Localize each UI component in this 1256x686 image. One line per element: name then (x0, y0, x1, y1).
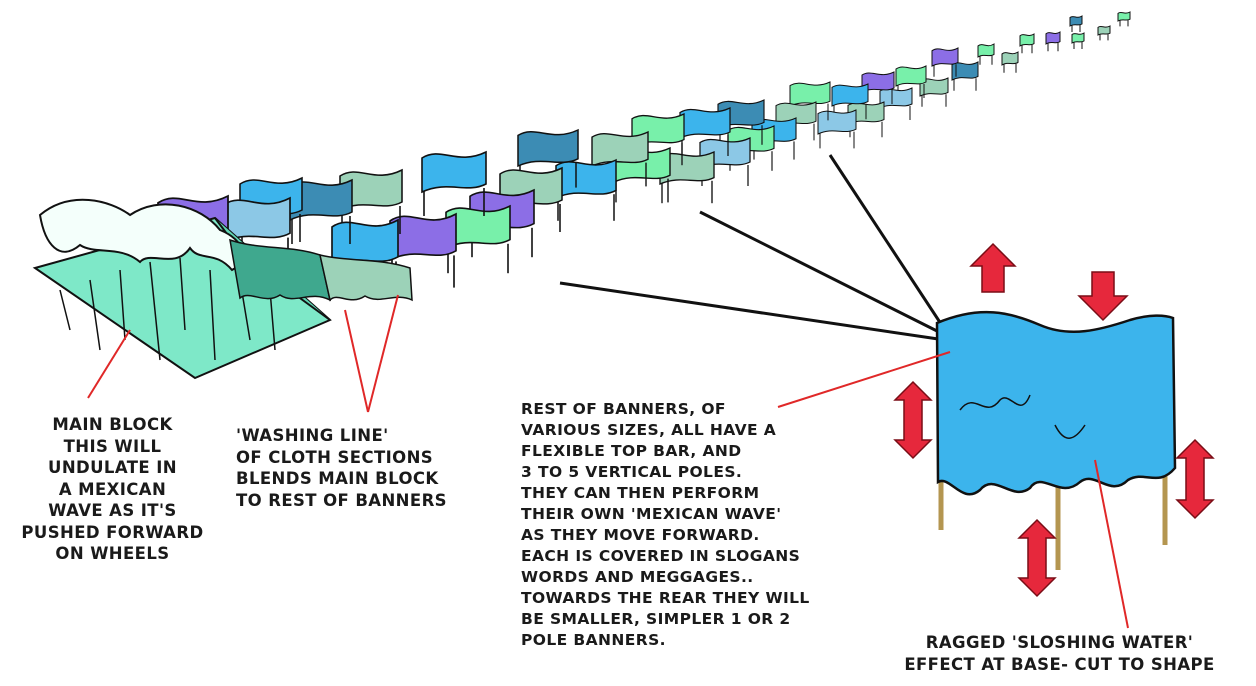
up-down-arrow-icon (1175, 438, 1215, 520)
banner-cloth (789, 81, 831, 107)
procession-banner (789, 81, 831, 121)
caption-line: POLE BANNERS. (521, 631, 666, 649)
procession-banner (931, 47, 959, 77)
procession-banner (421, 150, 487, 216)
banner-cloth (879, 87, 913, 109)
procession-banner (951, 61, 979, 91)
up-down-arrow-icon (893, 380, 933, 460)
procession-banner (555, 158, 617, 221)
pointer-lines-red (87, 294, 1129, 629)
caption-line: THIS WILL (63, 436, 162, 456)
caption-line: REST OF BANNERS, OF (521, 400, 726, 418)
washing-line-cloth (229, 238, 413, 302)
banner-cloth (977, 43, 995, 58)
caption-line: BLENDS MAIN BLOCK (236, 469, 439, 488)
caption-line: AS THEY MOVE FORWARD. (521, 526, 760, 544)
rest-of-banners-caption: REST OF BANNERS, OF VARIOUS SIZES, ALL H… (521, 399, 810, 651)
banner-cloth (1117, 11, 1131, 22)
banner-cloth (421, 150, 487, 194)
procession-banner (1001, 51, 1019, 73)
caption-line: TO REST OF BANNERS (236, 490, 447, 510)
banner-cloth (289, 178, 353, 222)
caption-line: EACH IS COVERED IN SLOGANS (521, 547, 801, 565)
procession-banner (339, 168, 403, 234)
caption-line: ON WHEELS (55, 544, 170, 563)
caption-line: RAGGED 'SLOSHING WATER' (925, 633, 1194, 652)
banner-cloth (1045, 31, 1061, 45)
procession-banner (517, 128, 579, 188)
banner-cloth (817, 109, 857, 135)
banner-cloth (1097, 25, 1111, 36)
caption-line: WORDS AND MEGGAGES.. (521, 568, 754, 586)
caption-line: EFFECT AT BASE- CUT TO SHAPE (904, 655, 1215, 674)
banner-cloth (1069, 15, 1083, 27)
procession-banner (817, 109, 857, 149)
ragged-base-caption: RAGGED 'SLOSHING WATER' EFFECT AT BASE- … (863, 632, 1256, 676)
caption-line: VARIOUS SIZES, ALL HAVE A (521, 421, 777, 439)
procession-banner (977, 43, 995, 65)
procession-banner (659, 150, 715, 204)
main-block-caption: MAIN BLOCK THIS WILL UNDULATE IN A MEXIC… (0, 414, 225, 565)
procession-banner (1069, 15, 1083, 32)
banner-cloth (931, 47, 959, 67)
banner-cloth (919, 77, 949, 97)
banner-cloth (895, 65, 927, 87)
procession-banner (919, 77, 949, 107)
procession-banner (289, 178, 353, 244)
caption-line: 3 TO 5 VERTICAL POLES. (521, 463, 743, 481)
banner-cloth (861, 71, 895, 93)
caption-line: MAIN BLOCK (52, 415, 173, 434)
procession-banner (1019, 33, 1035, 54)
caption-line: UNDULATE IN (48, 458, 177, 477)
procession-banner (389, 212, 457, 288)
procession-banner (831, 83, 869, 120)
caption-line: WAVE AS IT'S (48, 501, 177, 520)
banner-cloth (389, 212, 457, 262)
caption-line: PUSHED FORWARD (21, 522, 204, 542)
banner-procession (157, 11, 1131, 294)
caption-line: 'WASHING LINE' (236, 426, 389, 445)
banner-cloth (591, 130, 649, 168)
banner-cloth (951, 61, 979, 81)
procession-banner (879, 87, 913, 120)
caption-line: THEY CAN THEN PERFORM (521, 484, 760, 502)
procession-banner (1117, 11, 1131, 27)
banner-cloth (1071, 32, 1085, 44)
banner-cloth (339, 168, 403, 212)
procession-banner (1045, 31, 1061, 52)
procession-banner (1071, 32, 1085, 49)
caption-line: THEIR OWN 'MEXICAN WAVE' (521, 505, 782, 523)
caption-line: FLEXIBLE TOP BAR, AND (521, 442, 742, 460)
banner-cloth (223, 196, 291, 244)
detail-banner (935, 310, 1177, 570)
banner-cloth (445, 204, 511, 250)
banner-cloth (1001, 51, 1019, 66)
caption-line: TOWARDS THE REAR THEY WILL (521, 589, 810, 607)
procession-banner (1097, 25, 1111, 41)
banner-cloth (517, 128, 579, 168)
caption-line: OF CLOTH SECTIONS (236, 447, 434, 467)
movement-arrows (893, 242, 1215, 598)
banner-cloth (659, 150, 715, 186)
caption-line: A MEXICAN (58, 479, 167, 499)
down-arrow-icon (1077, 271, 1129, 322)
banner-cloth (1019, 33, 1035, 47)
washing-line-caption: 'WASHING LINE' OF CLOTH SECTIONS BLENDS … (236, 425, 447, 511)
up-down-arrow-icon (1017, 518, 1057, 598)
banner-cloth (831, 83, 869, 107)
banner-cloth (679, 107, 731, 139)
up-arrow-icon (969, 242, 1017, 293)
banner-cloth (555, 158, 617, 200)
pointer-lines-black (559, 154, 947, 342)
caption-line: BE SMALLER, SIMPLER 1 OR 2 (521, 610, 791, 628)
